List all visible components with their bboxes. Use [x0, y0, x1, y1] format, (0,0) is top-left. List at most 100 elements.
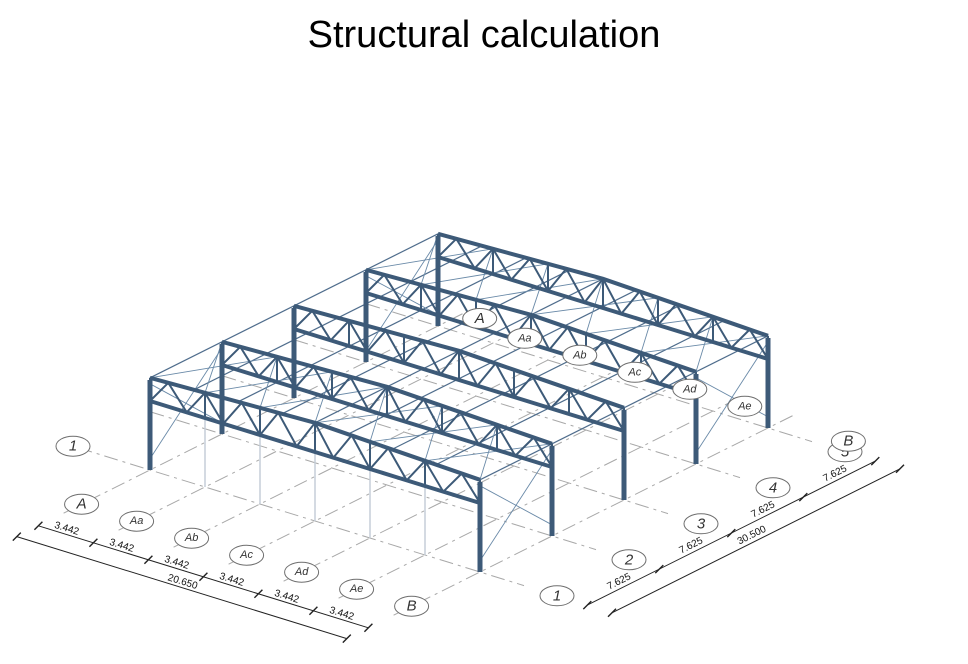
- dimension-text-span: 3.442: [108, 537, 136, 555]
- axis-bubble-text: Ac: [627, 366, 641, 378]
- axis-label-front: Ae: [339, 578, 375, 600]
- dimension-tick: [798, 492, 808, 502]
- axis-bubble: [562, 344, 598, 366]
- axis-bubble-text: B: [407, 598, 417, 615]
- grid-line-transverse: [366, 303, 813, 443]
- dimension-tick: [363, 623, 373, 633]
- axis-bubble: [64, 493, 100, 515]
- grid-line-longitudinal: [393, 413, 798, 616]
- grid-line-transverse: [294, 339, 741, 479]
- axis-label-back: Ac: [617, 361, 653, 383]
- axis-label-right: 2: [611, 549, 647, 571]
- axis-bubble-text: A: [76, 496, 87, 513]
- axis-bubble-text: Ab: [184, 532, 198, 544]
- dimension-text-span: 3.442: [328, 605, 356, 623]
- axis-bubble: [617, 361, 653, 383]
- roof-bracing: [259, 356, 278, 408]
- dimension-tick: [308, 606, 318, 616]
- grid-lines: [63, 303, 813, 616]
- axis-bubble: [507, 327, 543, 349]
- axis-label-front: Ab: [174, 527, 210, 549]
- dimension-line-length: [611, 468, 901, 614]
- roof-bracing: [475, 248, 494, 300]
- axis-bubble: [830, 430, 866, 452]
- dimension-tick: [12, 532, 22, 542]
- dimension-tick: [654, 564, 664, 574]
- dimension-tick: [253, 589, 263, 599]
- grid-line-longitudinal: [63, 311, 468, 514]
- dimension-text-span: 3.442: [218, 571, 246, 589]
- wind-columns: [204, 415, 426, 555]
- axis-label-back: B: [830, 430, 866, 452]
- roof-bracing: [479, 424, 498, 480]
- grid-line-longitudinal: [118, 328, 523, 531]
- dimension-tick: [88, 538, 98, 548]
- roof-bracing: [420, 233, 439, 285]
- axis-bubble: [462, 308, 498, 329]
- axis-bubble: [394, 595, 430, 617]
- axis-bubble-text: B: [843, 433, 853, 450]
- axis-bubble-text: Aa: [517, 332, 531, 344]
- dimension-tick: [198, 572, 208, 582]
- axis-bubble-text: 1: [553, 587, 561, 604]
- axis-bubble: [755, 477, 791, 499]
- axis-bubble-text: 3: [697, 515, 706, 532]
- roof-bracing: [204, 341, 223, 393]
- axis-label-back: A: [462, 308, 498, 329]
- roof-bracing: [695, 316, 714, 372]
- axis-bubble: [611, 549, 647, 571]
- axis-bubble: [55, 435, 91, 457]
- steel-frames: [147, 231, 771, 572]
- axis-bubble-text: Aa: [129, 515, 143, 527]
- wall-bracing: [479, 449, 553, 562]
- grid-line-transverse: [222, 375, 669, 515]
- dimension-text-span: 3.442: [273, 588, 301, 606]
- axis-bubble: [119, 510, 155, 532]
- dimension-tick: [870, 456, 880, 466]
- roof-bracing: [424, 405, 443, 461]
- dimension-tick: [726, 528, 736, 538]
- axis-label-front: Aa: [119, 510, 155, 532]
- axis-label-back: Aa: [507, 327, 543, 349]
- axis-label-front: B: [394, 595, 430, 617]
- axis-bubble: [339, 578, 375, 600]
- axis-bubble-text: 1: [69, 438, 77, 455]
- axis-label-front: Ad: [284, 561, 320, 583]
- axis-bubble: [229, 544, 265, 566]
- dimension-tick: [143, 555, 153, 565]
- axis-bubble-text: Ac: [239, 549, 253, 561]
- dimension-text-span: 3.442: [163, 554, 191, 572]
- axis-label-right: 4: [755, 477, 791, 499]
- dimension-text-total: 20.650: [166, 572, 199, 592]
- grid-line-transverse: [78, 447, 525, 587]
- axis-label-right: 1: [539, 585, 575, 607]
- axis-label-front: Ac: [229, 544, 265, 566]
- wall-bracing: [365, 239, 439, 352]
- axis-bubble-text: Ad: [682, 383, 697, 395]
- grid-line-transverse: [150, 411, 597, 551]
- wall-bracing: [149, 347, 223, 460]
- axis-bubble-text: Ae: [349, 583, 363, 595]
- axis-label-back: Ae: [727, 395, 763, 417]
- dimension-tick: [895, 464, 905, 474]
- axis-bubble-text: Ae: [737, 400, 751, 412]
- axis-bubble: [672, 378, 708, 400]
- axis-bubble-text: Ab: [572, 349, 586, 361]
- axis-label-front: A: [64, 493, 100, 515]
- dimension-tick: [342, 634, 352, 644]
- roof-bracing: [640, 297, 659, 353]
- grid-line-longitudinal: [173, 345, 578, 548]
- axis-label-back: Ab: [562, 344, 598, 366]
- grid-line-longitudinal: [283, 379, 688, 582]
- axis-bubble-text: Ad: [294, 566, 309, 578]
- axis-bubble: [727, 395, 763, 417]
- axis-label-back: Ad: [672, 378, 708, 400]
- axis-bubble-text: 4: [769, 479, 777, 496]
- axis-bubble: [174, 527, 210, 549]
- dimension-tick: [582, 600, 592, 610]
- page-title: Structural calculation: [307, 14, 661, 56]
- axis-bubble-text: 2: [624, 551, 634, 568]
- wall-bracing: [695, 341, 769, 454]
- dimension-text-span: 3.442: [53, 520, 81, 538]
